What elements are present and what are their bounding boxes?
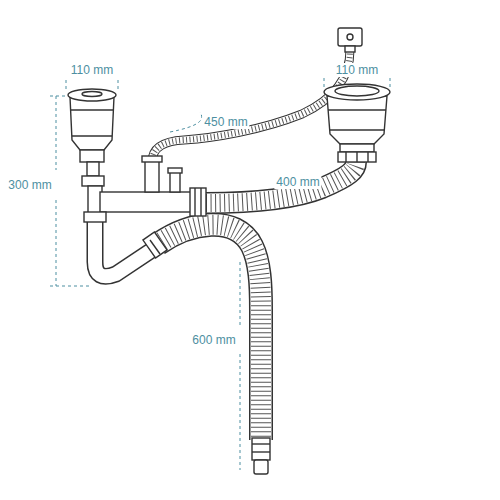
trap-nut [143,232,167,258]
left-strainer [68,89,116,186]
dimension-label: 300 mm [6,178,53,192]
right-strainer [324,84,390,162]
trap-pipe [95,215,152,276]
dimension-label: 600 mm [190,333,237,347]
dimension-label: 110 mm [334,63,380,77]
right-hose [206,162,356,203]
overflow-outlet [338,28,362,52]
dimension-label: 400 mm [274,175,321,189]
dimension-label: 450 mm [202,115,249,129]
dimension-label: 110 mm [69,63,115,77]
outlet-hose [158,225,261,440]
tee-fitting [84,156,206,222]
outlet-fitting [252,438,270,474]
overflow-hose [152,50,350,162]
